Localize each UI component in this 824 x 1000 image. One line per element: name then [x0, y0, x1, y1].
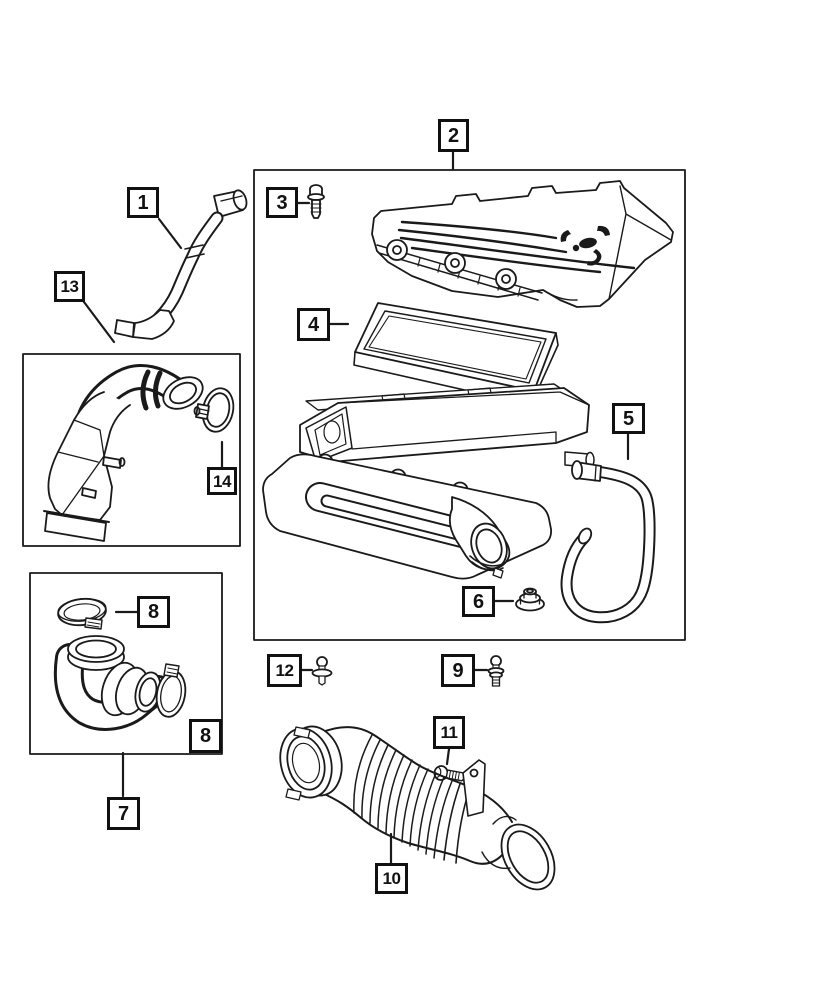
callout-13[interactable]: 13 [54, 271, 85, 302]
air-cleaner-housing-drawing [262, 383, 595, 580]
part-5-hose-drawing [560, 460, 656, 624]
group-box-elbow-7 [29, 572, 223, 755]
part-10-intake-tube-drawing [279, 725, 556, 891]
callout-3[interactable]: 3 [266, 187, 298, 218]
part-7-elbow-drawing [53, 597, 187, 731]
part-14-clamp-drawing [193, 387, 235, 433]
part-8-clamp-drawing [155, 663, 187, 718]
leader-13 [82, 300, 116, 344]
group-box-air-cleaner-assembly [253, 169, 686, 641]
callout-8b[interactable]: 8 [189, 719, 222, 753]
callout-2[interactable]: 2 [438, 119, 469, 152]
callout-5[interactable]: 5 [612, 403, 645, 434]
callout-7[interactable]: 7 [107, 797, 140, 830]
leader-1 [157, 217, 183, 250]
leader-11 [445, 747, 451, 766]
leader-lines [82, 150, 630, 865]
part-3-bolt-drawing [307, 184, 325, 219]
callout-4[interactable]: 4 [297, 308, 330, 341]
group-box-duct-13 [22, 353, 241, 547]
callout-12[interactable]: 12 [267, 654, 302, 687]
part-6-grommet-drawing [515, 587, 545, 612]
part-2-engine-cover-drawing [371, 180, 674, 308]
part-12-fastener-drawing [311, 656, 333, 686]
callout-1[interactable]: 1 [127, 187, 159, 218]
callout-6[interactable]: 6 [462, 586, 495, 617]
callout-14[interactable]: 14 [207, 467, 237, 495]
scorpion-logo [560, 225, 610, 266]
part-9-fastener-drawing [487, 655, 505, 687]
callout-8a[interactable]: 8 [137, 596, 170, 628]
part-13-duct-drawing [43, 364, 235, 542]
callout-9[interactable]: 9 [441, 654, 475, 687]
part-1-hose-drawing [114, 189, 248, 340]
callout-10[interactable]: 10 [375, 863, 408, 894]
callout-11[interactable]: 11 [433, 716, 465, 749]
